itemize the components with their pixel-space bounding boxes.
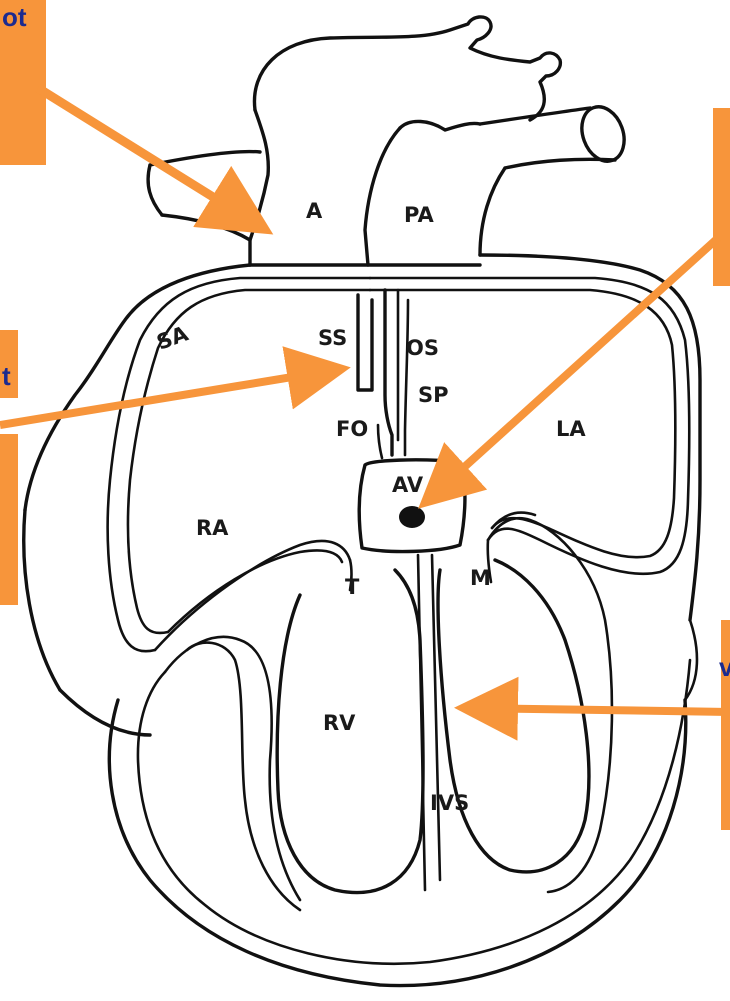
callout-box-top-right [713, 108, 730, 286]
structure-labels: A PA SA SS OS SP FO LA AV RA T M RV IVS [154, 199, 587, 815]
label-av-canal: AV [392, 473, 424, 497]
heart-outline [24, 17, 700, 986]
label-right-ventricle: RV [323, 711, 356, 735]
label-ostium-secundum: OS [406, 336, 439, 360]
arrow-to-septum [0, 370, 335, 425]
arrow-to-ivs [470, 708, 730, 712]
pointer-arrows [0, 88, 730, 712]
label-pulmonary-artery: PA [404, 203, 434, 227]
arrow-to-aorta [38, 88, 258, 225]
label-tricuspid: T [345, 575, 360, 599]
label-aorta: A [306, 199, 323, 223]
label-mitral: M [470, 566, 491, 590]
label-foramen-ovale: FO [336, 417, 368, 441]
label-interventricular-septum: IVS [430, 791, 469, 815]
callout-text-bottom-right: v [719, 652, 730, 682]
label-sinoatrial: SA [154, 321, 192, 355]
callout-text-top-left: ot [2, 2, 27, 32]
callout-text-mid-left: t [2, 361, 11, 391]
label-left-atrium: LA [556, 417, 586, 441]
label-septum-secundum: SS [318, 326, 347, 350]
label-septum-primum: SP [418, 383, 449, 407]
label-right-atrium: RA [196, 516, 229, 540]
